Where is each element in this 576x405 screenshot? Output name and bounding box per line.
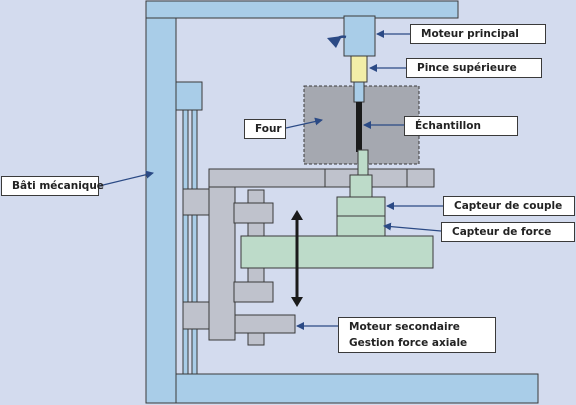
vertical-arrow-up-icon (291, 210, 303, 220)
screw-rod-bottom (247, 332, 265, 346)
leader-capteur-force (383, 222, 442, 232)
leader-bati-mecanique (98, 170, 154, 187)
moving-plate (240, 235, 434, 269)
force-sensor (336, 215, 386, 237)
label-capteur-couple: Capteur de couple (443, 196, 575, 216)
specimen-mount (353, 81, 365, 103)
secondary-motor (234, 314, 296, 334)
frame-top-beam (145, 0, 459, 19)
label-four: Four (244, 119, 286, 139)
label-bati-mecanique: Bâti mécanique (1, 176, 104, 196)
frame-column (145, 17, 177, 404)
guide-rod-left (182, 109, 189, 375)
guide-block (175, 81, 203, 111)
label-pince-superieure: Pince supérieure (406, 58, 542, 78)
lower-grip-block (349, 174, 373, 198)
crossbar (208, 168, 435, 188)
screw-block-top (233, 202, 274, 224)
label-echantillon: Échantillon (404, 116, 518, 136)
leader-four (285, 117, 323, 129)
label-capteur-force: Capteur de force (441, 222, 575, 242)
torque-sensor (336, 196, 386, 217)
rotation-arrow-head (327, 36, 342, 48)
frame-base (175, 373, 539, 404)
label-moteur-secondaire: Moteur secondaire Gestion force axiale (338, 317, 496, 353)
slide-block-1 (182, 188, 210, 216)
lower-grip-shaft (357, 149, 369, 176)
label-moteur-secondaire-line1: Moteur secondaire (349, 321, 460, 333)
main-motor (343, 15, 376, 57)
screw-rod-lower (247, 267, 265, 283)
carriage-vertical-plate (208, 186, 236, 341)
screw-rod-upper (247, 189, 265, 204)
vertical-arrow-down-icon (291, 297, 303, 307)
upper-clamp (350, 55, 368, 83)
screw-block-mid (233, 281, 274, 303)
label-moteur-secondaire-line2: Gestion force axiale (349, 337, 468, 349)
specimen (356, 102, 362, 152)
label-moteur-principal: Moteur principal (410, 24, 546, 44)
guide-rod-right (191, 109, 198, 375)
slide-block-2 (182, 301, 210, 330)
screw-rod-middle (247, 222, 265, 237)
